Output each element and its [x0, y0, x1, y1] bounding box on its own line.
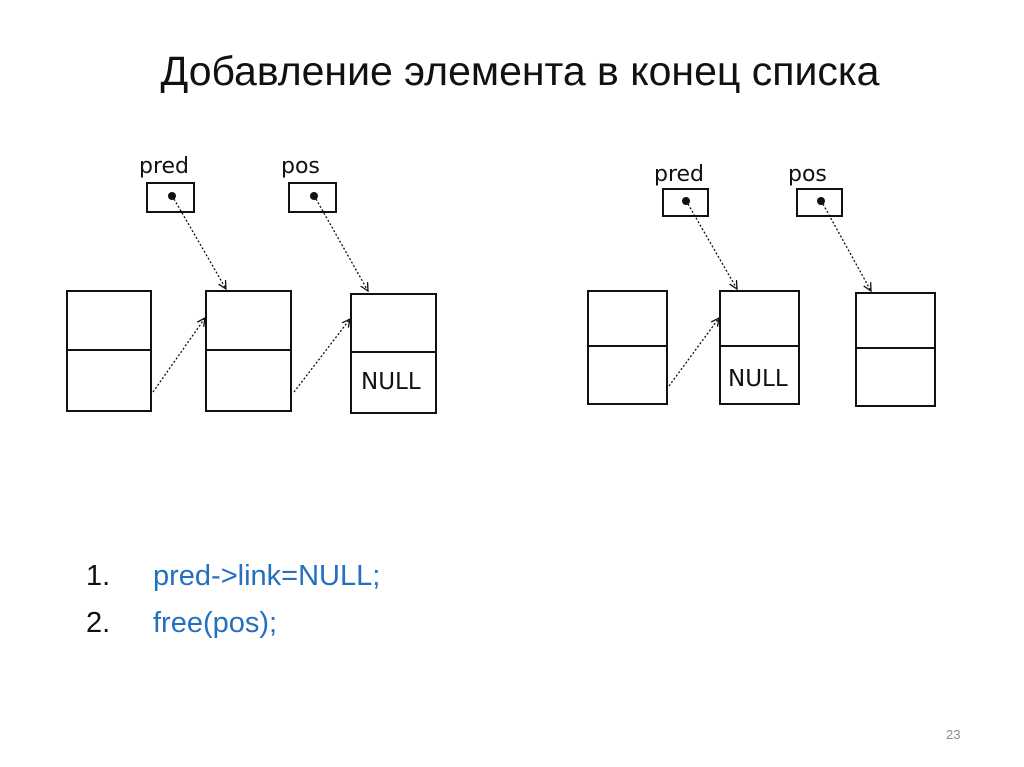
pred-pointer-dot — [168, 192, 176, 200]
pos-arrow — [822, 203, 871, 291]
pos-arrow — [315, 198, 368, 291]
pred-pointer-dot — [682, 197, 690, 205]
pred-pointer-box — [146, 182, 195, 213]
pred-arrow — [173, 198, 226, 289]
step-number: 1. — [86, 560, 111, 592]
step-code: free(pos); — [153, 607, 278, 639]
list-node-2 — [719, 290, 800, 405]
pos-pointer-box — [796, 188, 843, 217]
pos-label: pos — [788, 162, 827, 187]
step-code: pred->link=NULL; — [153, 560, 381, 592]
page-number: 23 — [946, 727, 961, 742]
slide-title: Добавление элемента в конец списка — [160, 48, 880, 94]
diagram-before: pred pos NULL — [66, 154, 437, 414]
link-arrow-2 — [293, 319, 350, 393]
pos-pointer-dot — [817, 197, 825, 205]
pred-pointer-box — [662, 188, 709, 217]
step-number: 2. — [86, 607, 111, 639]
link-arrow-1 — [152, 318, 205, 393]
null-label: NULL — [728, 366, 788, 392]
list-node-3 — [350, 293, 437, 414]
diagram-after: pred pos NULL — [587, 162, 936, 407]
pred-arrow — [687, 203, 737, 289]
link-arrow-1 — [668, 318, 719, 387]
pos-label: pos — [281, 154, 320, 179]
null-label: NULL — [361, 369, 421, 395]
step-1: 1. pred->link=NULL; — [86, 560, 380, 593]
list-node-3-removed — [855, 292, 936, 407]
pos-pointer-dot — [310, 192, 318, 200]
step-2: 2. free(pos); — [86, 607, 277, 640]
pred-label: pred — [139, 154, 189, 179]
pred-label: pred — [654, 162, 704, 187]
list-node-1 — [587, 290, 668, 405]
list-node-1 — [66, 290, 152, 412]
pos-pointer-box — [288, 182, 337, 213]
list-node-2 — [205, 290, 292, 412]
